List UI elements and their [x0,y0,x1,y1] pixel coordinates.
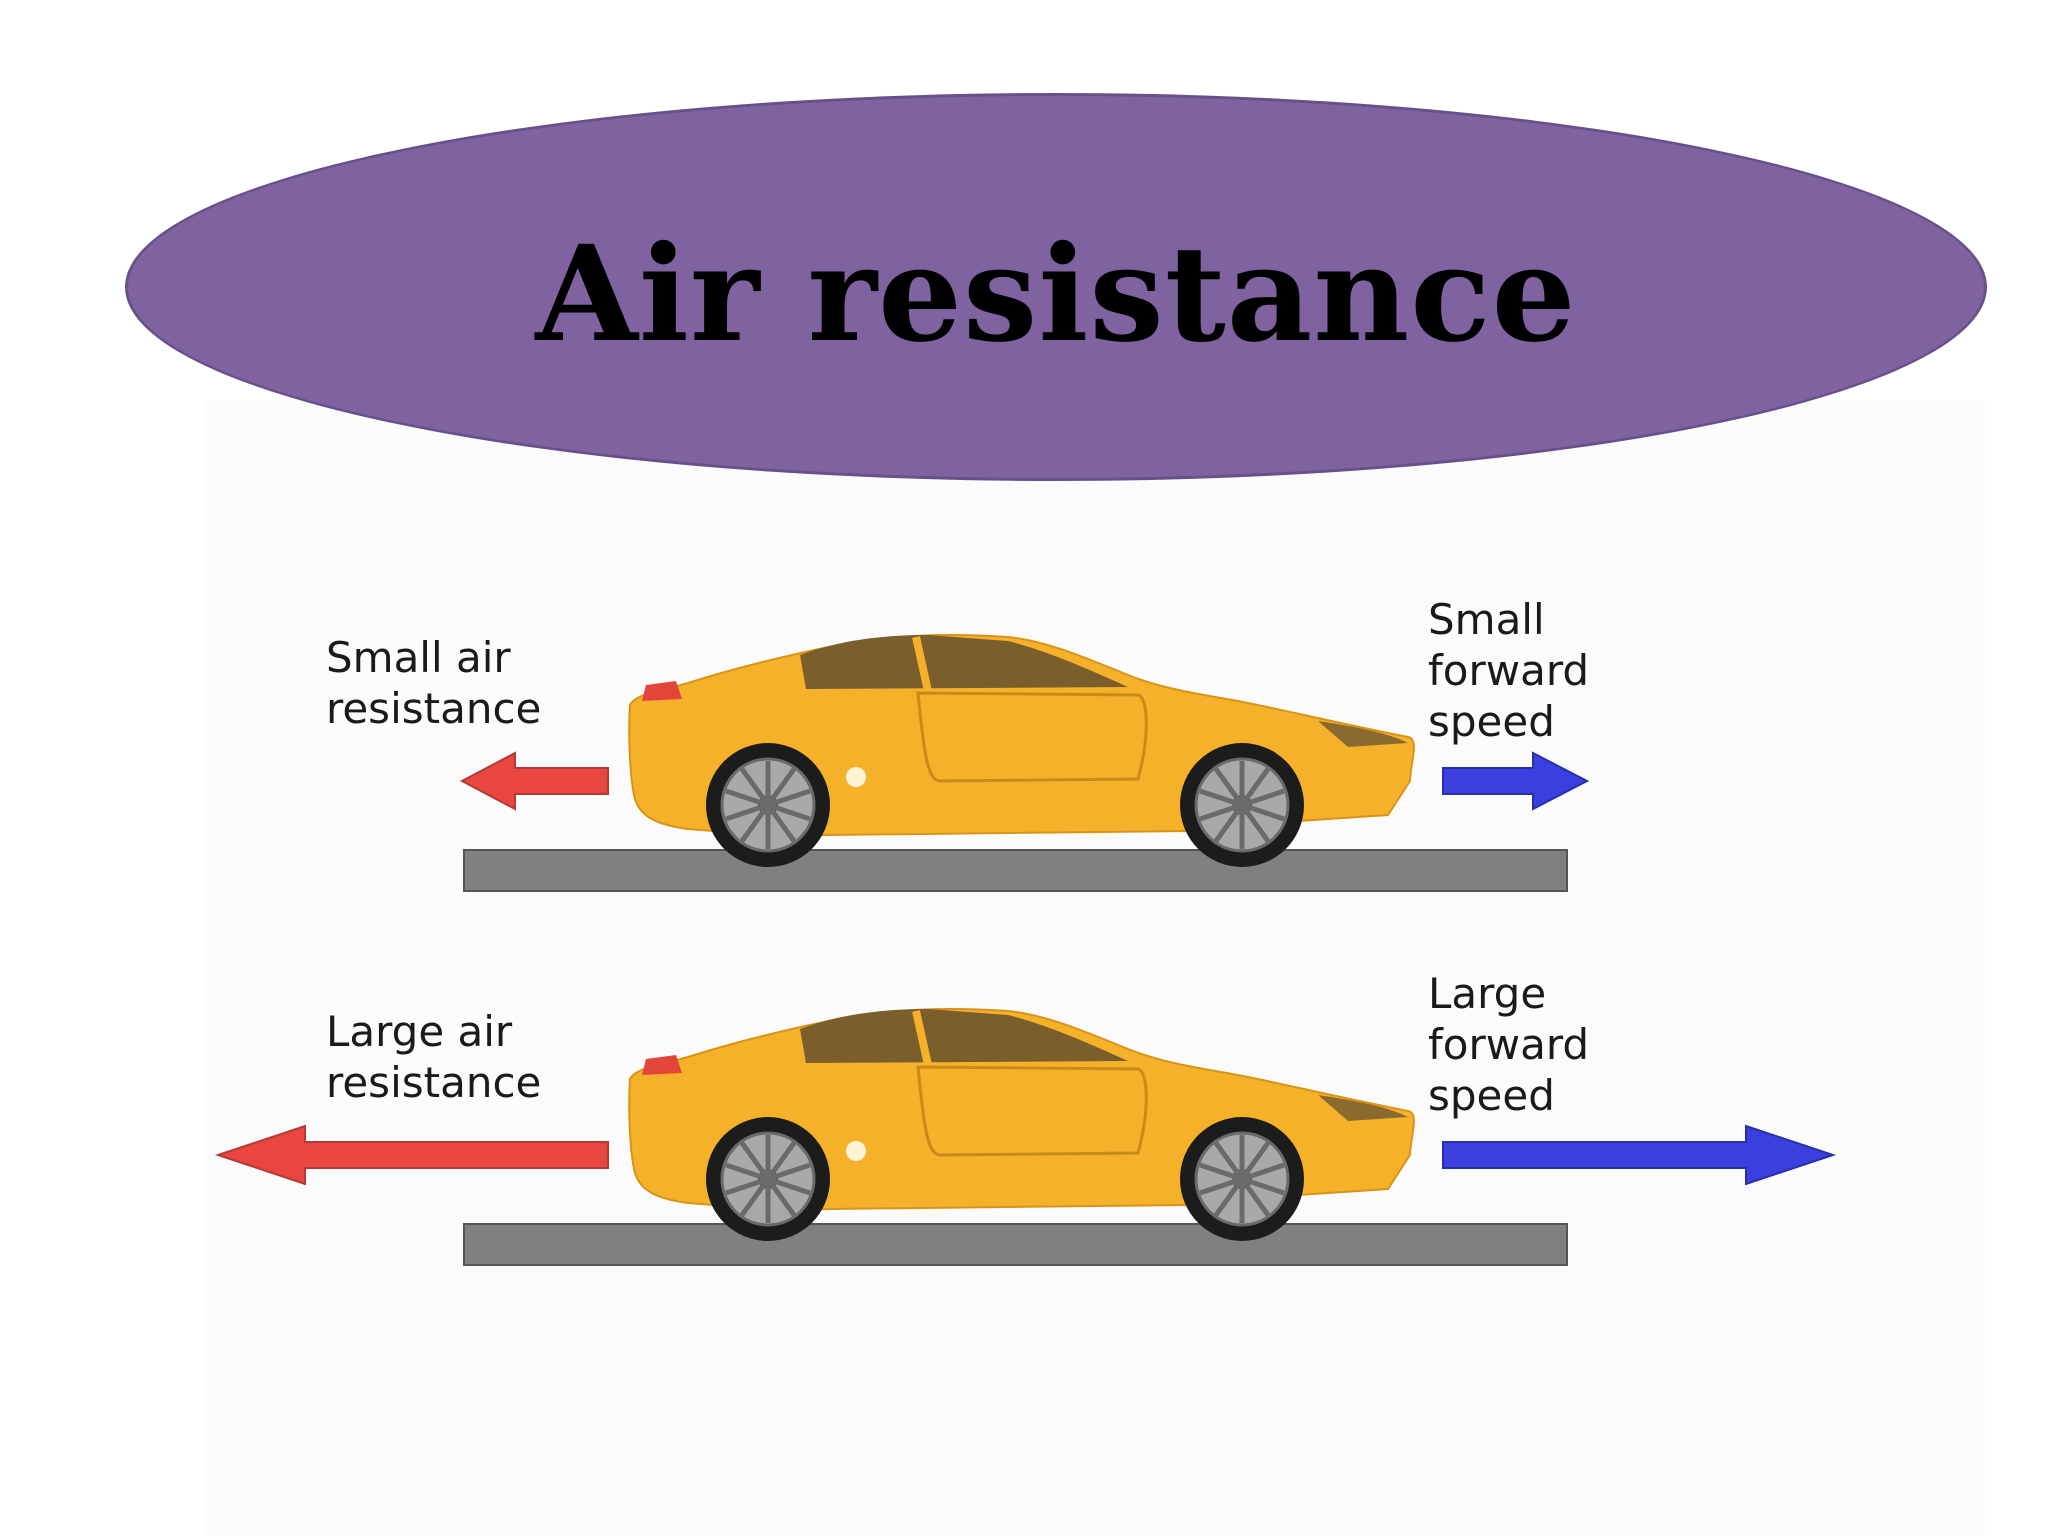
car-window [800,635,1128,689]
car-marker-light [846,767,866,787]
car-window-divider [912,1010,932,1066]
air-resistance-arrow-shape [459,751,609,811]
car-tail-light [642,1055,682,1075]
wheel-icon [1180,743,1304,867]
car-door [916,1065,1148,1157]
label-line: resistance [326,684,542,733]
forward-speed-arrow-shape [1442,751,1590,811]
wheel-icon [706,743,830,867]
large-forward-speed-label: Large forward speed [1428,968,1589,1121]
page-title: Air resistance [535,217,1577,372]
label-line: forward [1428,1020,1590,1069]
wheel-icon [1180,1117,1304,1241]
wheel-icon [706,1117,830,1241]
car-tail-light [642,681,682,701]
small-air-resistance-label: Small air resistance [326,632,541,734]
car-window [800,1009,1128,1063]
label-line: speed [1428,1071,1555,1120]
car-door [916,691,1148,783]
label-line: Large air [326,1007,513,1056]
air-resistance-arrow-shape [214,1124,609,1186]
label-line: resistance [326,1058,542,1107]
large-air-resistance-label: Large air resistance [326,1006,541,1108]
diagram-panel [205,400,1985,1536]
label-line: Large [1428,969,1547,1018]
label-line: forward [1428,646,1590,695]
small-forward-speed-label: Small forward speed [1428,594,1589,747]
car-marker-light [846,1141,866,1161]
forward-speed-arrow-shape [1442,1124,1837,1186]
car-window-divider [912,636,932,692]
car-headlight [1318,721,1408,747]
car-headlight [1318,1095,1408,1121]
label-line: Small [1428,595,1545,644]
label-line: Small air [326,633,511,682]
label-line: speed [1428,697,1555,746]
title-ellipse [125,93,1987,481]
